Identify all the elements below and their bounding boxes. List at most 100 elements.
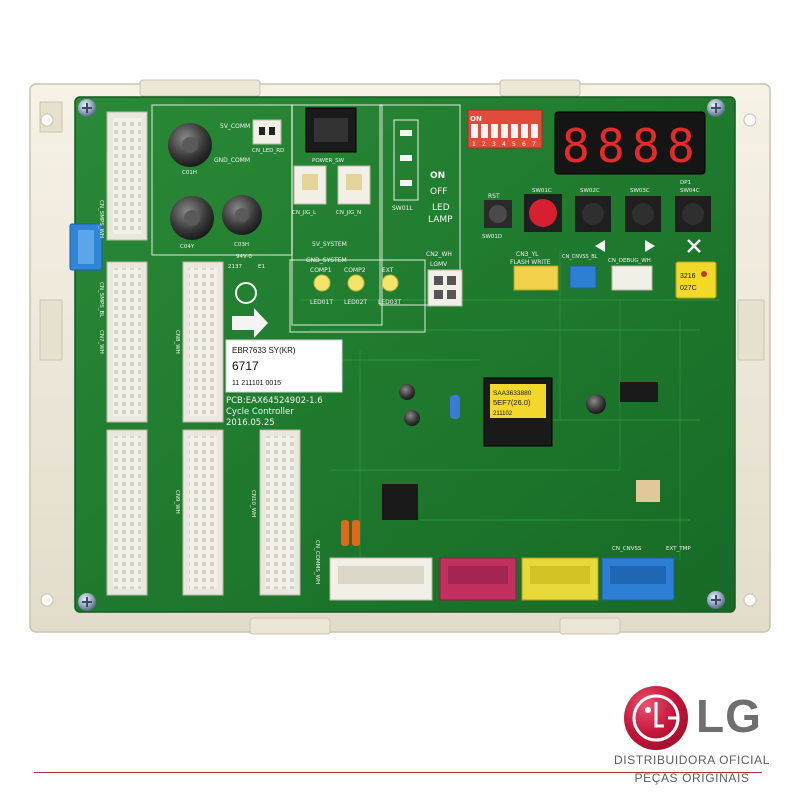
connector-led-rd [252, 119, 282, 145]
screw-bottom-right [707, 591, 725, 609]
lg-silk-logo [235, 282, 257, 304]
screw-top-right [707, 99, 725, 117]
connector-cn2-lgmv [427, 269, 463, 307]
silk-comp2: COMP2 [344, 267, 366, 274]
connector-smps-top [106, 111, 148, 241]
silk-led: LED [432, 203, 450, 213]
silk-cn9-wh: CN9_WH [174, 490, 180, 514]
dip-number: 6 [522, 141, 526, 148]
silkscreen-labels: 5V_COMM GND_COMM CN_LED_RD POWER_SW CN_J… [98, 115, 700, 584]
silk-code-2137: 2137 [228, 264, 242, 270]
dip-number: 1 [472, 141, 476, 148]
silk-pcb-line: PCB:EAX64524902-1.6 [226, 396, 323, 406]
sticker-line2: 6717 [232, 359, 259, 373]
silk-on: ON [430, 171, 445, 181]
brand-block: LG DISTRIBUIDORA OFICIAL PEÇAS ORIGINAIS [600, 678, 780, 788]
display-digit: 8 [597, 119, 625, 173]
arrow-right-silk-icon [232, 308, 268, 338]
ic-right-top [620, 382, 658, 402]
mcu-line2: 5EF7(26.0) [493, 398, 531, 407]
lg-logo-icon [624, 686, 688, 750]
silk-sw02c: SW02C [580, 188, 600, 194]
silk-c01h: C01H [182, 170, 197, 176]
dip-number: 3 [492, 141, 496, 148]
silk-comp1: COMP1 [310, 267, 332, 274]
lg-face-icon [632, 694, 680, 742]
connector-smps-blue [69, 223, 103, 271]
silk-cn-smps-bl: CN_SMPS_BL [98, 282, 104, 318]
mcu-line3: 211102 [493, 411, 513, 417]
yellow-chip-line1: 3216 [680, 273, 696, 280]
led-comp1 [313, 274, 331, 292]
dip-toggle [511, 124, 518, 138]
cross-icon [687, 239, 701, 253]
silk-5v-comm: 5V_COMM [220, 123, 250, 130]
silk-sw01d: SW01D [482, 234, 502, 240]
silk-cn3-yl: CN3_YL [516, 251, 539, 258]
sticker-line3: 11 211101 0015 [232, 380, 281, 387]
capacitor-c03h [222, 195, 262, 235]
silk-date: 2016.05.25 [226, 418, 275, 428]
connector-cn10 [259, 429, 301, 596]
silk-lgmv: LGMV [430, 261, 448, 268]
silk-ext-tmp: EXT_TMP [666, 546, 691, 552]
dip-number: 2 [482, 141, 486, 148]
connector-cn8 [182, 261, 224, 423]
silk-led01t: LED01T [310, 299, 333, 306]
connector-cnvss-blue [569, 265, 597, 289]
capacitor-c04y [170, 196, 214, 240]
mcu-label: SAA3633880 5EF7(26.0) 211102 [493, 390, 532, 417]
silk-cn-jig-l: CN_JIG_L [292, 210, 317, 216]
silk-lamp: LAMP [428, 215, 453, 225]
silk-led02t: LED02T [344, 299, 367, 306]
silk-dp1: DP1 [680, 180, 691, 186]
silk-c04y: C04Y [180, 244, 195, 250]
display-digit: 8 [632, 119, 660, 173]
yellow-chip-label: 3216 027C [680, 273, 697, 292]
ic-middle [382, 484, 418, 520]
silk-cn-comms-wh: CN_COMMS_WH [314, 540, 320, 584]
connector-comms-white [329, 557, 433, 601]
silk-sw01l: SW01L [392, 205, 413, 212]
orange-capacitors [341, 520, 360, 546]
silk-sw01c: SW01C [532, 188, 552, 194]
led-on-off-switch [393, 119, 419, 201]
screw-bottom-left [78, 593, 96, 611]
yellow-chip [675, 261, 717, 299]
dip-on-label: ON [470, 115, 482, 123]
board-sticker [225, 339, 343, 393]
mcu-line1: SAA3633880 [493, 390, 532, 397]
button-sw02c [575, 196, 611, 232]
screw-top-left [78, 99, 96, 117]
silk-c03h: C03H [234, 242, 249, 248]
display-digit: 8 [562, 119, 590, 173]
silk-cn8-wh: CN8_WH [174, 330, 180, 354]
connector-jig-l [293, 165, 327, 205]
dip-number: 5 [512, 141, 516, 148]
silk-gnd-comm: GND_COMM [214, 157, 250, 164]
connector-bottom-magenta [439, 557, 517, 601]
connector-power-sw [305, 107, 357, 153]
dip-toggle [471, 124, 478, 138]
silk-cn-cnvss: CN_CNVSS [612, 546, 642, 552]
dip-number: 4 [502, 141, 506, 148]
silk-flash-write: FLASH WRITE [510, 259, 551, 266]
mcu-chip [483, 377, 553, 447]
silk-cn-smps-wh: CN_SMPS_WH [98, 200, 104, 238]
connector-cn3-flash [513, 265, 559, 291]
connector-debug [611, 265, 653, 291]
silk-ext: EXT [382, 267, 394, 274]
silk-code-e1: E1 [258, 264, 265, 270]
led-comp2 [347, 274, 365, 292]
connector-jig-n [337, 165, 371, 205]
silk-power-sw: POWER_SW [312, 158, 345, 164]
silk-5v-system: 5V_SYSTEM [312, 241, 347, 248]
dip-number: 7 [532, 141, 536, 148]
connector-bottom-blue [601, 557, 675, 601]
silk-cn-debug-wh: CN_DEBUG_WH [608, 258, 651, 264]
rst-button [484, 200, 512, 228]
arrow-right-icon [645, 240, 655, 252]
silk-cn10-wh: CN10_WH [250, 490, 256, 517]
silk-cn-cnvss-bl: CN_CNVSS_BL [562, 254, 598, 260]
